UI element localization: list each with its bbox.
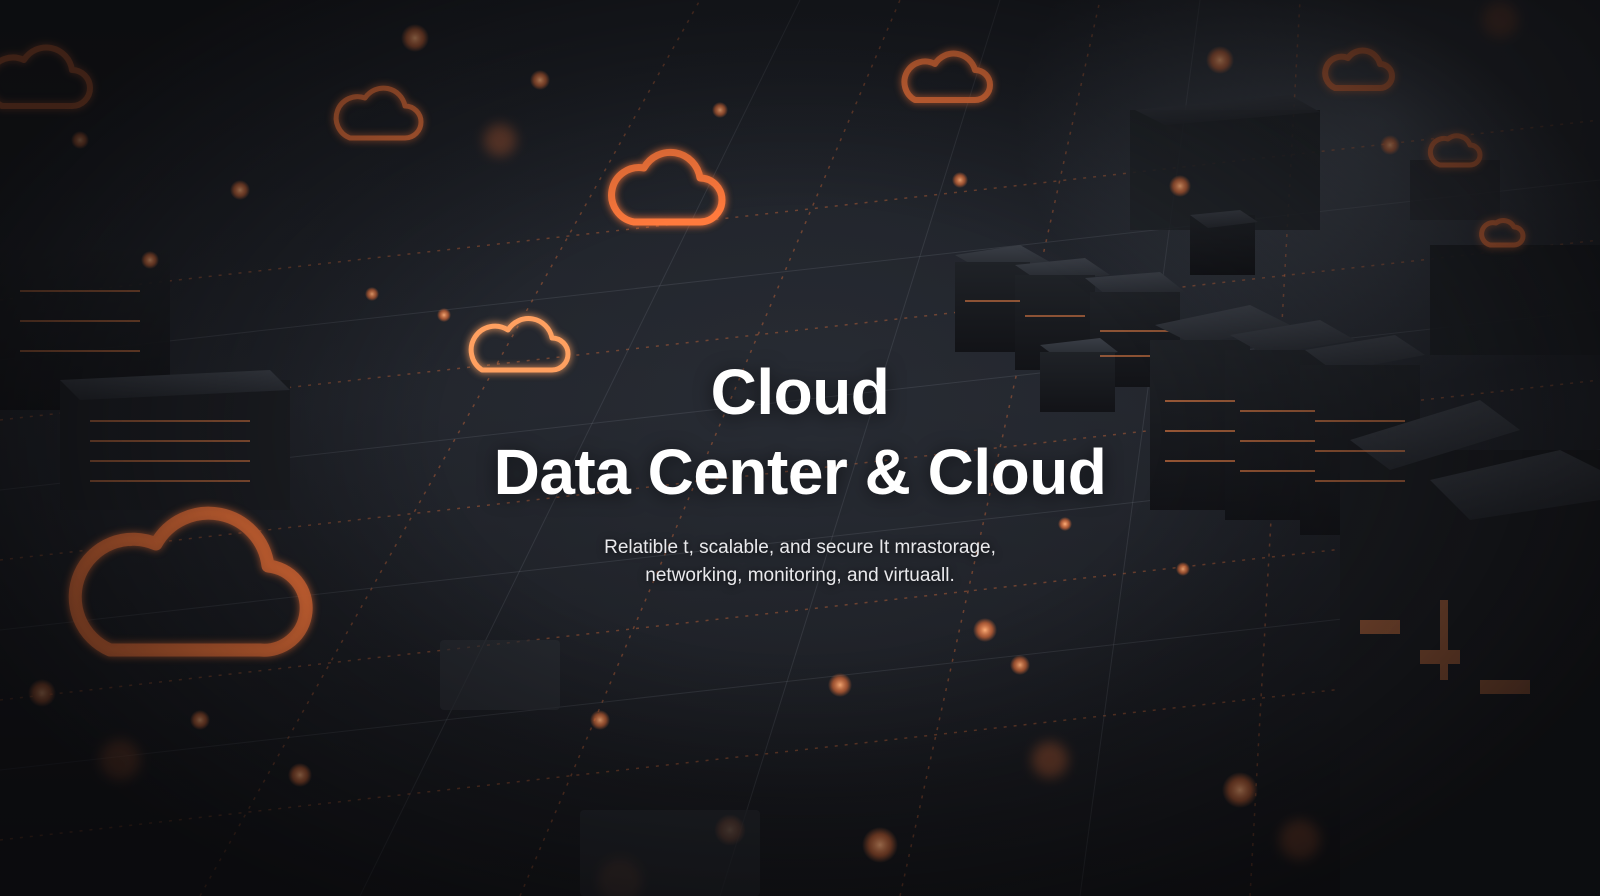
hero-subtitle-line1: Relatible t, scalable, and secure It mra… [604,537,996,558]
hero-text: Cloud Data Center & Cloud Relatible t, s… [0,352,1600,590]
hero-subtitle: Relatible t, scalable, and secure It mra… [0,534,1600,590]
cloud-icon [0,44,93,109]
cloud-icon [1322,47,1395,91]
hero-title: Cloud Data Center & Cloud [0,352,1600,512]
hero-title-line1: Cloud [710,356,890,428]
cloud-icon [333,85,424,141]
cloud-icon [901,50,993,103]
hero-title-line2: Data Center & Cloud [493,436,1107,508]
hero-subtitle-line2: networking, monitoring, and virtuaall. [645,565,955,586]
cloud-icon [1479,218,1526,248]
cloud-icon [608,148,726,226]
